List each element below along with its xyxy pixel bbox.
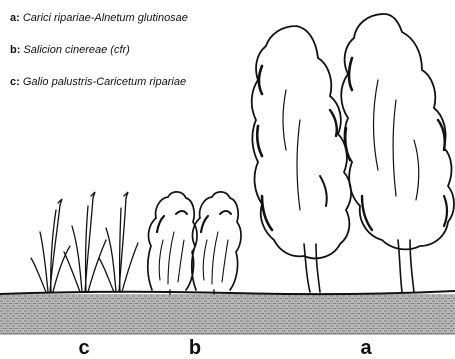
alder-tree — [341, 14, 454, 292]
sedge-tuft — [64, 192, 106, 292]
zone-label-c: c — [78, 338, 89, 358]
willow-shrub — [192, 192, 241, 294]
zone-label-b: b — [189, 338, 201, 358]
soil-strip — [0, 294, 455, 334]
sedge-tuft — [31, 199, 70, 292]
willow-shrub — [148, 192, 197, 294]
soil-surface-line — [0, 291, 455, 294]
zone-label-a: a — [360, 338, 371, 358]
alder-tree — [252, 26, 351, 292]
